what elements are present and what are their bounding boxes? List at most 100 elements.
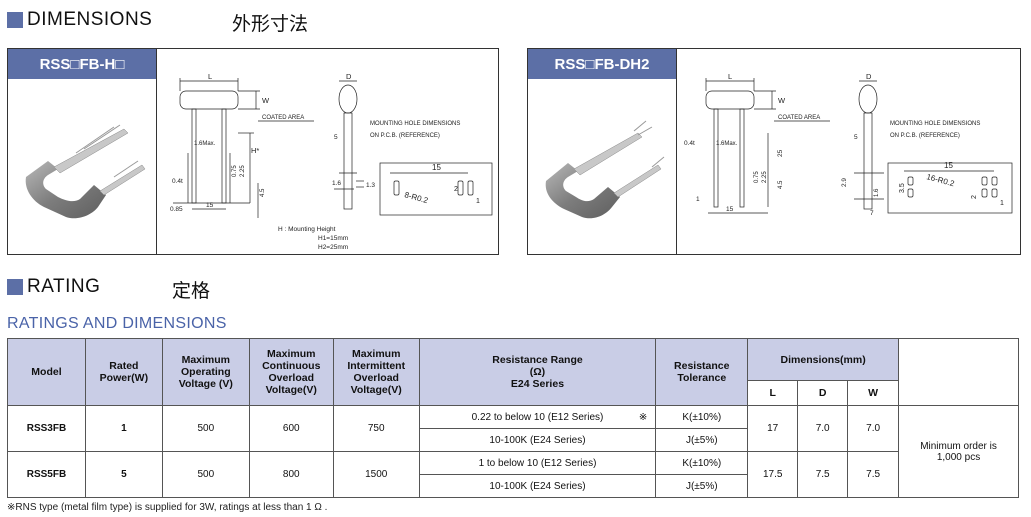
cell-dim-L: 17.5 <box>747 451 799 498</box>
label-0-4t: 0.4t <box>684 140 695 147</box>
label-1-6: 1.6 <box>874 188 880 197</box>
header-dim-D: D <box>797 380 849 406</box>
label-hole-1: 1 <box>1000 200 1004 207</box>
table-row: RSS5FB 5 500 800 1500 1 to below 10 (E12… <box>7 451 1019 498</box>
dimension-panel-right: RSS□FB-DH2 <box>527 48 1021 255</box>
ratings-subtitle: RATINGS AND DIMENSIONS <box>7 315 227 332</box>
cell-model: RSS3FB <box>7 405 86 452</box>
label-5: 5 <box>854 134 858 141</box>
dimensions-heading-jp: 外形寸法 <box>232 14 309 35</box>
dimension-drawing-left: L W D COATED AREA MOUNTING HOLE DIMENSIO… <box>170 73 493 251</box>
cell-dim-W: 7.0 <box>847 405 900 452</box>
header-dim-W: W <box>847 380 900 406</box>
label-7: 7 <box>870 210 874 217</box>
label-D: D <box>866 73 872 81</box>
label-4-5: 4.5 <box>778 180 784 189</box>
cell-tolerance: J(±5%) <box>655 474 749 498</box>
panel-tab-left: RSS□FB-H□ <box>8 49 156 79</box>
resistor-photo <box>25 124 146 219</box>
label-L: L <box>208 73 212 81</box>
label-hole-15: 15 <box>432 163 441 172</box>
label-0-75: 0.75 <box>232 165 238 177</box>
table-row: RSS3FB 1 500 600 750 0.22 to below 10 (E… <box>7 405 1019 498</box>
label-2-25: 2.25 <box>762 171 768 183</box>
label-15: 15 <box>206 202 214 209</box>
cell-dim-W: 7.5 <box>847 451 900 498</box>
cell-cont-overload: 600 <box>248 405 334 452</box>
footnote: ※RNS type (metal film type) is supplied … <box>7 502 328 513</box>
cell-op-voltage: 500 <box>161 405 250 452</box>
cell-cont-overload: 800 <box>248 451 334 498</box>
cell-range: 10-100K (E24 Series) <box>418 428 657 452</box>
cell-tolerance: K(±10%) <box>655 451 749 475</box>
rating-heading: RATING <box>7 276 100 298</box>
cell-int-overload: 1500 <box>332 451 420 498</box>
header-dimensions: Dimensions(mm) <box>747 338 900 381</box>
dimensions-heading: DIMENSIONS <box>7 9 152 31</box>
label-mounting-hole-2: ON P.C.B. (REFERENCE) <box>370 133 440 139</box>
label-hole-2: 2 <box>454 186 458 193</box>
header-blank <box>898 338 1019 406</box>
header-rated-power: Rated Power(W) <box>84 338 163 406</box>
panel-tab-right: RSS□FB-DH2 <box>528 49 676 79</box>
cell-range: 10-100K (E24 Series) <box>418 474 657 498</box>
dimension-drawing-right: L W D COATED AREA MOUNTING HOLE DIMENSIO… <box>684 73 1013 217</box>
cell-range: 1 to below 10 (E12 Series) <box>418 451 657 475</box>
cell-power: 1 <box>84 405 163 452</box>
resistor-photo <box>545 120 665 219</box>
label-15: 15 <box>726 206 734 213</box>
cell-power: 5 <box>84 451 163 498</box>
label-max: 1.6Max. <box>716 141 738 147</box>
table-row: 10-100K (E24 Series) J(±5%) <box>8 474 1019 498</box>
label-mounting-hole-2: ON P.C.B. (REFERENCE) <box>890 133 960 139</box>
cell-min-order: Minimum order is 1,000 pcs <box>898 405 1019 498</box>
header-dim-L: L <box>747 380 799 406</box>
dimensions-heading-text: DIMENSIONS <box>27 9 153 30</box>
label-W: W <box>778 96 786 105</box>
section-marker-icon <box>7 12 23 28</box>
label-W: W <box>262 96 270 105</box>
section-marker-icon <box>7 279 23 295</box>
label-1-3: 1.3 <box>366 182 375 189</box>
label-mounting-hole-1: MOUNTING HOLE DIMENSIONS <box>890 121 980 127</box>
label-hole-radius: 8-R0.2 <box>403 190 429 205</box>
label-hole-2: 2 <box>971 195 978 199</box>
cell-dim-D: 7.0 <box>797 405 849 452</box>
header-max-intermittent-overload: Maximum Intermittent Overload Voltage(V) <box>332 338 420 406</box>
label-coated-area: COATED AREA <box>778 115 820 121</box>
cell-model: RSS5FB <box>7 451 86 498</box>
header-model: Model <box>7 338 86 406</box>
label-D: D <box>346 73 352 81</box>
label-h-note-1: H : Mounting Height <box>278 226 336 233</box>
header-max-continuous-overload: Maximum Continuous Overload Voltage(V) <box>248 338 334 406</box>
label-hole-3-5: 3.5 <box>899 183 906 193</box>
label-hole-1: 1 <box>476 198 480 205</box>
label-hole-15: 15 <box>944 161 953 170</box>
cell-int-overload: 750 <box>332 405 420 452</box>
label-0-75: 0.75 <box>754 171 760 183</box>
label-25: 25 <box>777 149 784 157</box>
cell-dim-L: 17 <box>747 405 799 452</box>
table-row: 10-100K (E24 Series) J(±5%) <box>8 428 1019 452</box>
cell-op-voltage: 500 <box>161 451 250 498</box>
label-2-25: 2.25 <box>240 165 246 177</box>
header-resistance-range: Resistance Range (Ω) E24 Series <box>418 338 657 406</box>
label-1: 1 <box>696 196 700 203</box>
note-mark: ※ <box>638 411 648 423</box>
label-2-9: 2.9 <box>841 178 848 187</box>
label-0-4t: 0.4t <box>172 178 183 185</box>
dimension-panel-left: RSS□FB-H□ <box>7 48 499 255</box>
rating-heading-jp: 定格 <box>172 281 211 302</box>
header-resistance-tolerance: Resistance Tolerance <box>655 338 749 406</box>
cell-tolerance: J(±5%) <box>655 428 749 452</box>
label-h-note-2: H1=15mm <box>318 235 348 242</box>
cell-range: 0.22 to below 10 (E12 Series) ※ <box>418 405 657 429</box>
cell-tolerance: K(±10%) <box>655 405 749 429</box>
label-coated-area: COATED AREA <box>262 115 304 121</box>
rating-heading-text: RATING <box>27 276 101 297</box>
label-mounting-hole-1: MOUNTING HOLE DIMENSIONS <box>370 121 460 127</box>
label-1-6: 1.6 <box>332 180 341 187</box>
header-max-operating-voltage: Maximum Operating Voltage (V) <box>161 338 250 406</box>
label-0-85: 0.85 <box>170 206 183 213</box>
label-max: 1.6Max. <box>194 141 216 147</box>
